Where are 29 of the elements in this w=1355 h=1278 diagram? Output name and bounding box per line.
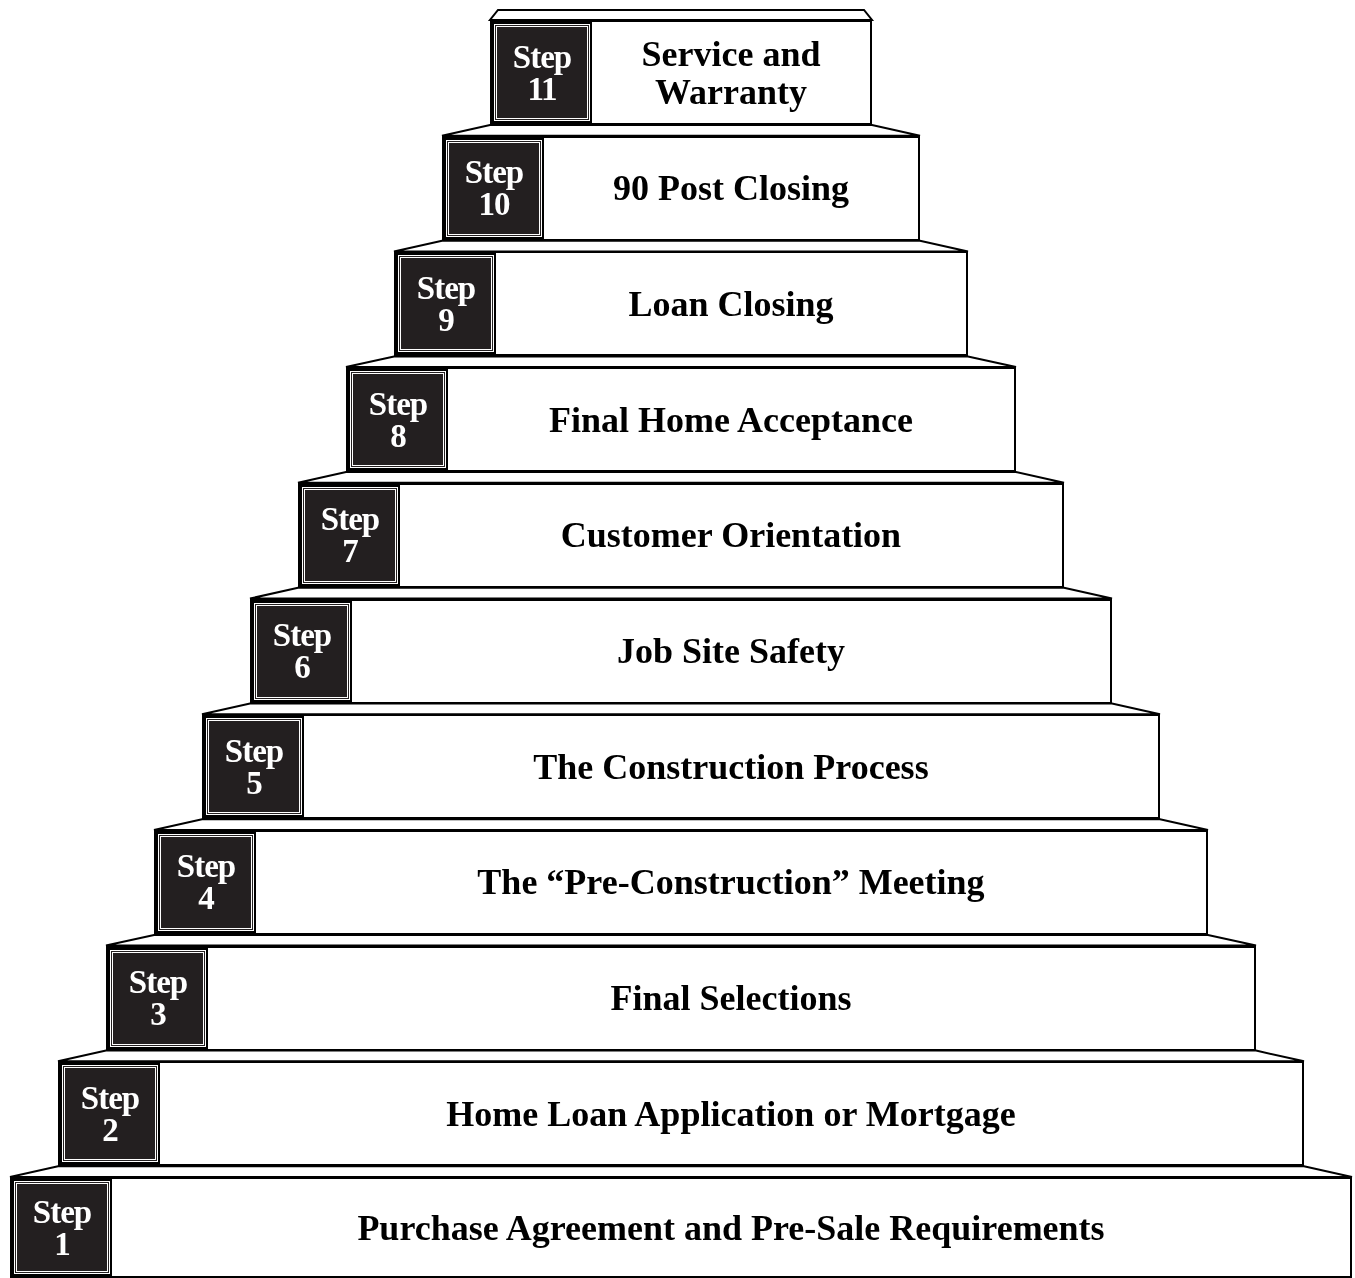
- step-box: [154, 829, 1208, 935]
- step-badge: Step 4: [158, 833, 254, 931]
- step-badge: Step 7: [302, 486, 398, 584]
- step-box: [202, 714, 1160, 820]
- step-title: The Construction Process: [532, 747, 930, 786]
- step-title: 90 Post Closing: [612, 169, 850, 208]
- step-box: [250, 598, 1112, 704]
- step-badge: Step 1: [14, 1181, 110, 1274]
- step-badge: Step 9: [398, 255, 494, 353]
- step-title: Final Selections: [609, 979, 853, 1018]
- step-title: Home Loan Application or Mortgage: [445, 1094, 1017, 1133]
- step-box: [10, 1177, 1352, 1278]
- step-title: Service and Warranty: [640, 34, 822, 111]
- step-title: Loan Closing: [627, 284, 835, 323]
- step-title: Purchase Agreement and Pre-Sale Requirements: [356, 1208, 1106, 1247]
- step-title: Customer Orientation: [559, 516, 903, 555]
- step-badge: Step 2: [62, 1065, 158, 1163]
- step-badge: Step 6: [254, 602, 350, 700]
- step-box: [298, 482, 1064, 588]
- step-title: Final Home Acceptance: [548, 400, 914, 439]
- step-title: The “Pre-Construction” Meeting: [476, 863, 986, 902]
- step-badge: Step 8: [350, 371, 446, 469]
- step-badge: Step 3: [110, 949, 206, 1047]
- step-badge: Step 5: [206, 718, 302, 816]
- step-box: [106, 945, 1256, 1051]
- step-badge: Step 10: [446, 139, 542, 237]
- step-badge: Step 11: [494, 24, 590, 121]
- step-box: [58, 1061, 1304, 1167]
- step-title: Job Site Safety: [616, 632, 846, 670]
